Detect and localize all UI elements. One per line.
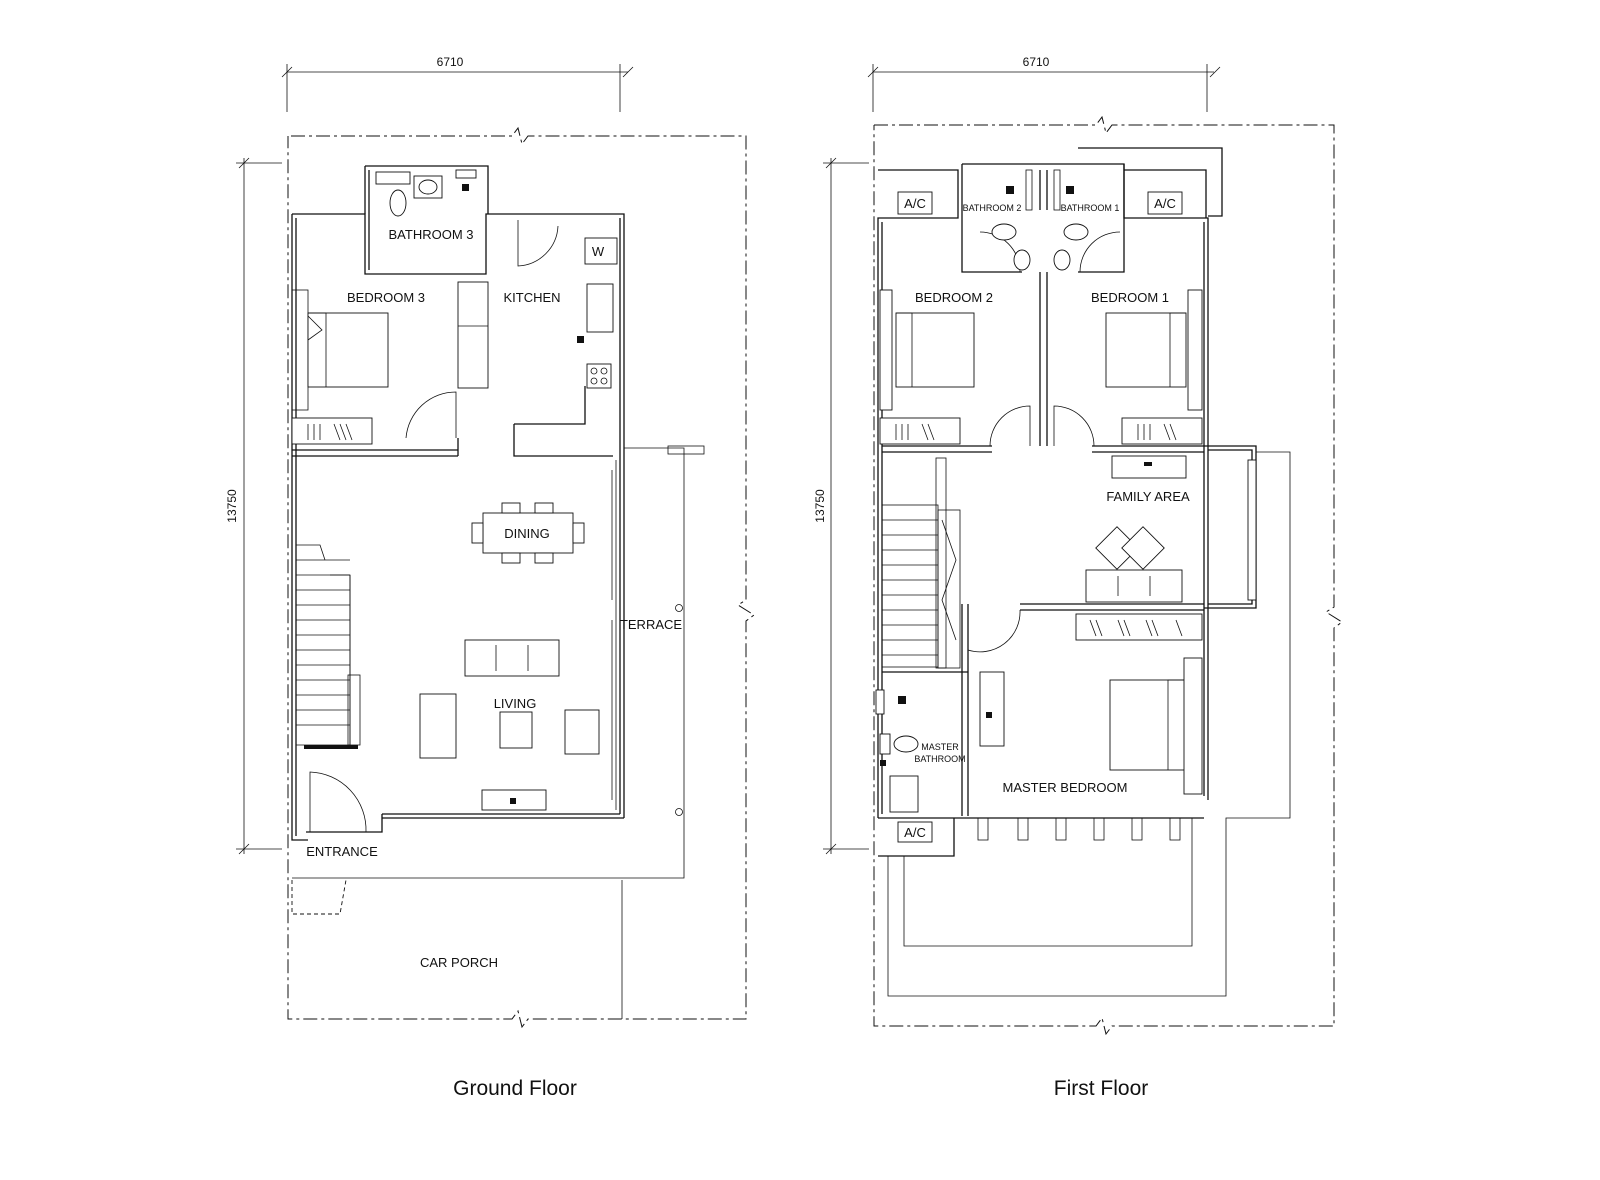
first-floor-width-label: 6710: [1023, 55, 1050, 69]
dining-label: DINING: [504, 526, 550, 541]
ac-label-bedroom2: A/C: [904, 196, 926, 211]
wardrobe-icon: [1121, 417, 1203, 445]
ac-units: A/C A/C A/C: [897, 191, 1183, 843]
sofa-icon: [1085, 569, 1183, 603]
ground-floor-plan: 6710 13750: [225, 55, 755, 1100]
first-floor-plot-boundary: [873, 115, 1343, 1036]
master-bedroom-label: MASTER BEDROOM: [1003, 780, 1128, 795]
bed-icon: [1109, 679, 1189, 771]
ac-label-master: A/C: [904, 825, 926, 840]
family-area-label: FAMILY AREA: [1106, 489, 1190, 504]
toilet-icon: [389, 189, 407, 217]
upper-bathroom-fixtures: [991, 169, 1089, 271]
tv-console-icon: [1111, 455, 1187, 479]
wardrobe-icon: [291, 417, 373, 445]
coffee-table-icon: [1121, 526, 1165, 570]
terrace-outline: [291, 445, 705, 1019]
wardrobe-icon: [879, 417, 961, 445]
bedroom2-label: BEDROOM 2: [915, 290, 993, 305]
first-floor-caption: First Floor: [1054, 1077, 1149, 1100]
terrace-label: TERRACE: [620, 617, 682, 632]
kitchen-fixtures: W: [457, 237, 618, 389]
first-floor-width-dimension: 6710: [867, 55, 1221, 112]
ground-floor-width-label: 6710: [437, 55, 464, 69]
bed-icon: [1105, 312, 1187, 388]
vanity-icon: [979, 671, 1005, 747]
living-label: LIVING: [494, 696, 537, 711]
sink-icon: [1053, 249, 1071, 271]
bathroom2-label: BATHROOM 2: [963, 203, 1022, 213]
sofa-icon: [464, 639, 560, 677]
bed-icon: [307, 312, 389, 388]
family-area-furniture: [1085, 455, 1257, 603]
living-furniture: [419, 639, 600, 811]
bedroom2-furniture: [879, 289, 975, 445]
toilet-icon: [991, 223, 1017, 241]
bedroom3-furniture: [291, 312, 389, 445]
dining-table: [471, 502, 585, 564]
bathroom3-label: BATHROOM 3: [389, 227, 474, 242]
armchair-icon: [419, 693, 457, 759]
sink-icon: [1013, 249, 1031, 271]
ac-unit-icon: [897, 821, 933, 843]
first-floor-roof-outline: [887, 451, 1291, 997]
ground-floor-depth-label: 13750: [225, 489, 239, 523]
ac-unit-icon: [897, 191, 933, 215]
bathroom1-label: BATHROOM 1: [1061, 203, 1120, 213]
master-bathroom-label-line1: MASTER: [921, 742, 959, 752]
stove-icon: [586, 363, 612, 389]
bedroom3-label: BEDROOM 3: [347, 290, 425, 305]
ground-floor-staircase: [295, 535, 361, 749]
ground-floor-depth-dimension: 13750: [225, 157, 282, 855]
bed-icon: [895, 312, 975, 388]
master-bathroom-fixtures: [875, 689, 919, 813]
kitchen-label: KITCHEN: [503, 290, 560, 305]
kitchen-sink-icon: [586, 283, 614, 333]
bathroom3-fixtures: [375, 169, 477, 217]
first-floor-plan: 6710 13750: [813, 55, 1343, 1100]
ac-label-bedroom1: A/C: [1154, 196, 1176, 211]
master-bathroom-label-line2: BATHROOM: [914, 754, 965, 764]
washer-label: W: [592, 244, 605, 259]
bedroom1-label: BEDROOM 1: [1091, 290, 1169, 305]
ac-unit-icon: [1147, 191, 1183, 215]
first-floor-depth-dimension: 13750: [813, 157, 869, 855]
coffee-table-icon: [1095, 526, 1139, 570]
toilet-icon: [1063, 223, 1089, 241]
master-bedroom-furniture: [979, 613, 1203, 795]
bathtub-icon: [889, 775, 919, 813]
ground-floor-caption: Ground Floor: [453, 1077, 577, 1100]
toilet-icon: [893, 735, 919, 753]
first-floor-staircase: [881, 457, 961, 669]
armchair-icon: [564, 709, 600, 755]
coffee-table-icon: [499, 711, 533, 749]
entrance-label: ENTRANCE: [306, 844, 378, 859]
bedroom1-furniture: [1105, 289, 1203, 445]
car-porch-label: CAR PORCH: [420, 955, 498, 970]
ground-floor-width-dimension: 6710: [281, 55, 634, 112]
sink-icon: [418, 179, 438, 195]
wardrobe-icon: [1075, 613, 1203, 641]
first-floor-depth-label: 13750: [813, 489, 827, 523]
